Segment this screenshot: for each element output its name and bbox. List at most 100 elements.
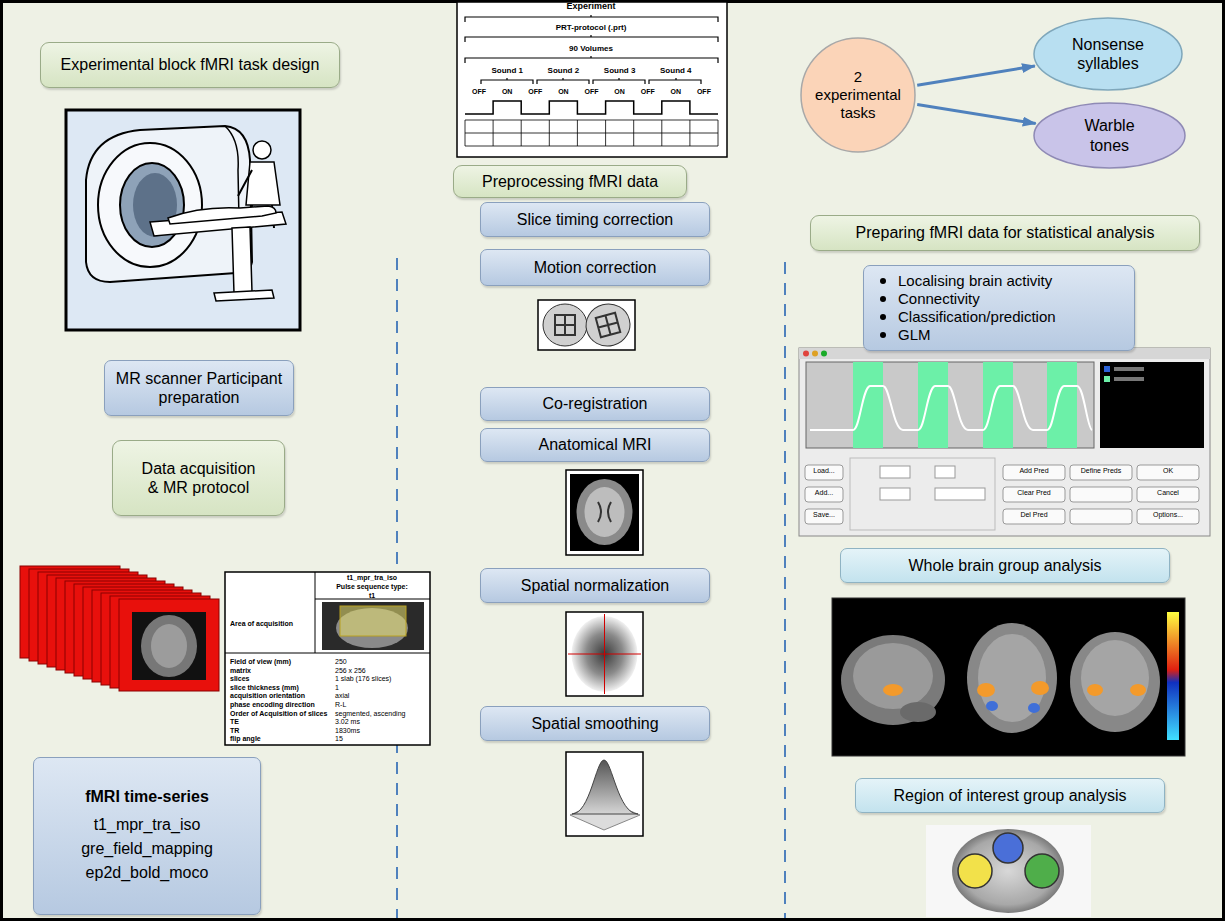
task-ellipse: Nonsense syllables xyxy=(1033,17,1183,91)
protocol-table xyxy=(225,572,430,745)
sequence-list-box: fMRI time-seriest1_mpr_tra_isogre_field_… xyxy=(33,757,261,915)
bullet-item: Classification/prediction xyxy=(880,308,1056,326)
box-text: Preprocessing fMRI data xyxy=(482,172,658,191)
fmri-slice-stack xyxy=(132,612,206,680)
box-text: Region of interest group analysis xyxy=(893,786,1126,805)
section-divider xyxy=(784,262,786,918)
glm-software-screenshot xyxy=(803,351,809,357)
box-text: Whole brain group analysis xyxy=(909,556,1102,575)
normalized-brain-template xyxy=(566,612,643,696)
table-cell: 3.02 ms xyxy=(335,718,360,726)
glm-software-screenshot xyxy=(853,362,883,448)
table-cell: flip angle xyxy=(230,735,261,743)
table-cell: 1830ms xyxy=(335,727,360,735)
section-heading-box: Preprocessing fMRI data xyxy=(453,165,687,198)
bullet-item: Connectivity xyxy=(880,290,980,308)
button-label: Cancel xyxy=(1068,489,1225,497)
section-divider xyxy=(397,258,785,918)
button-label: Save... xyxy=(724,511,924,519)
button-label: Options... xyxy=(1068,511,1225,519)
process-box: MR scanner Participant preparation xyxy=(104,360,294,416)
button-label: Load... xyxy=(724,467,924,475)
box-text: Slice timing correction xyxy=(517,210,674,229)
normalized-brain-template xyxy=(568,614,641,694)
table-header: t1 xyxy=(272,592,472,600)
ellipse-outline xyxy=(1034,103,1185,168)
box-text: Nonsense syllables xyxy=(1058,35,1158,73)
box-text: Connectivity xyxy=(898,290,980,308)
glm-software-screenshot xyxy=(935,488,985,500)
mri-scanner-illustration xyxy=(86,126,252,282)
anatomical-brain-image xyxy=(566,470,643,555)
ellipse-outline xyxy=(1033,17,1183,91)
table-cell: 256 x 256 xyxy=(335,667,366,675)
analysis-box: Whole brain group analysis xyxy=(840,548,1170,583)
whole-brain-activation-maps xyxy=(832,598,1185,756)
bullet-dot xyxy=(880,314,886,320)
whole-brain-activation-maps xyxy=(853,643,933,709)
table-cell: slices xyxy=(230,675,249,683)
glm-software-screenshot xyxy=(812,351,818,357)
glm-software-screenshot xyxy=(983,362,1013,448)
bullet-item: Localising brain activity xyxy=(880,272,1052,290)
normalized-brain-template xyxy=(566,612,643,696)
arrow-connector xyxy=(917,66,1035,85)
box-text: Spatial normalization xyxy=(521,576,670,595)
table-cell: slice thickness (mm) xyxy=(230,684,299,692)
task-circle: 2 experimental tasks xyxy=(800,37,916,153)
bullet-dot xyxy=(880,332,886,338)
table-cell: 1 slab (176 slices) xyxy=(335,675,391,683)
glm-software-screenshot xyxy=(1114,367,1144,371)
anatomical-brain-image xyxy=(570,474,639,551)
mri-scanner-illustration xyxy=(246,162,280,205)
table-cell: 1 xyxy=(335,684,339,692)
table-header: t1_mpr_tra_iso xyxy=(272,574,472,582)
table-cell: TE xyxy=(230,718,239,726)
ellipse-outline xyxy=(1033,102,1186,169)
bullet-list-box: Localising brain activityConnectivityCla… xyxy=(863,265,1135,351)
block-state-label: ON xyxy=(463,88,663,96)
roi-brain-figure xyxy=(952,829,1064,913)
protocol-table xyxy=(225,653,430,654)
motion-correction-figure xyxy=(581,299,634,351)
table-header: Pulse sequence type: xyxy=(272,583,472,591)
figure-heading: PRT-protocol (.prt) xyxy=(491,24,691,33)
block-design-figure xyxy=(465,120,718,146)
block-state-label: ON xyxy=(520,88,720,96)
fmri-slice-stack xyxy=(20,566,219,691)
glm-software-screenshot xyxy=(806,362,1094,448)
block-state-label: OFF xyxy=(604,88,804,96)
process-box: Co-registration xyxy=(480,387,710,421)
anatomical-brain-image xyxy=(577,479,633,545)
whole-brain-activation-maps xyxy=(978,634,1046,722)
fmri-slice-stack xyxy=(119,599,219,691)
table-cell: segmented, ascending xyxy=(335,710,405,718)
gaussian-kernel-figure xyxy=(566,752,643,836)
table-cell: matrix xyxy=(230,667,251,675)
motion-correction-figure xyxy=(596,313,620,337)
box-text: t1_mpr_tra_iso xyxy=(94,813,201,837)
arrow-connector xyxy=(917,105,1035,124)
glm-software-screenshot xyxy=(805,465,1199,524)
whole-brain-activation-maps xyxy=(967,623,1057,733)
block-state-label: ON xyxy=(407,88,607,96)
block-design-figure xyxy=(465,15,718,63)
mri-scanner-illustration xyxy=(168,206,276,224)
table-cell: R-L xyxy=(335,701,346,709)
block-state-label: OFF xyxy=(379,88,579,96)
roi-brain-figure xyxy=(926,825,1091,917)
bullet-dot xyxy=(880,278,886,284)
box-text: Classification/prediction xyxy=(898,308,1056,326)
section-heading-box: Preparing fMRI data for statistical anal… xyxy=(810,215,1200,251)
whole-brain-activation-maps xyxy=(1130,684,1146,696)
whole-brain-activation-maps xyxy=(1028,703,1040,713)
whole-brain-activation-maps xyxy=(900,702,936,722)
table-cell: Field of view (mm) xyxy=(230,658,291,666)
whole-brain-activation-maps xyxy=(1087,684,1103,696)
glm-software-screenshot xyxy=(880,488,910,500)
protocol-table xyxy=(315,572,316,653)
table-cell: 15 xyxy=(335,735,343,743)
glm-software-screenshot xyxy=(1100,362,1204,448)
block-design-figure xyxy=(465,101,718,114)
